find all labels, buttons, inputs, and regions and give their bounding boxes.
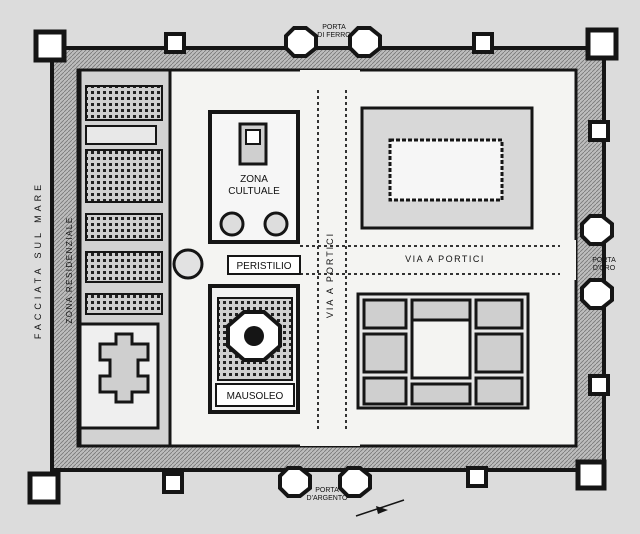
gate-towers	[278, 26, 614, 498]
mausoleo-label: MAUSOLEO	[227, 391, 284, 402]
corner-towers	[27, 27, 619, 505]
porta-argento-label-2: D'ARGENTO	[307, 495, 348, 502]
northeast-block	[360, 106, 534, 230]
porta-ferro-label-2: DI FERRO	[317, 32, 351, 39]
zona-cultuale-enclosure	[208, 110, 300, 244]
porta-ferro-label-1: PORTA	[322, 24, 346, 31]
wall-towers	[162, 32, 610, 494]
peristilio-label: PERISTILIO	[236, 261, 291, 272]
zona-cultuale-label-2: CULTUALE	[228, 186, 280, 197]
plan-labels: PORTA DI FERRO PORTA D'ORO PORTA D'ARGEN…	[33, 24, 616, 502]
southeast-block	[356, 292, 530, 410]
facciata-sul-mare-label: FACCIATA SUL MARE	[33, 181, 43, 339]
porta-oro-label-1: PORTA	[592, 257, 616, 264]
porta-oro-label-2: D'ORO	[593, 265, 616, 272]
via-a-portici-label: VIA A PORTICI	[405, 254, 485, 264]
residential-zone	[78, 68, 204, 448]
zona-residenziale-label: ZONA RESIDENZIALE	[65, 216, 74, 323]
zona-cultuale-label-1: ZONA	[240, 174, 268, 185]
porta-argento-label-1: PORTA	[315, 487, 339, 494]
arrow-icon	[355, 499, 405, 517]
via-a-portici-vertical-label: VIA A PORTICI	[325, 232, 335, 318]
